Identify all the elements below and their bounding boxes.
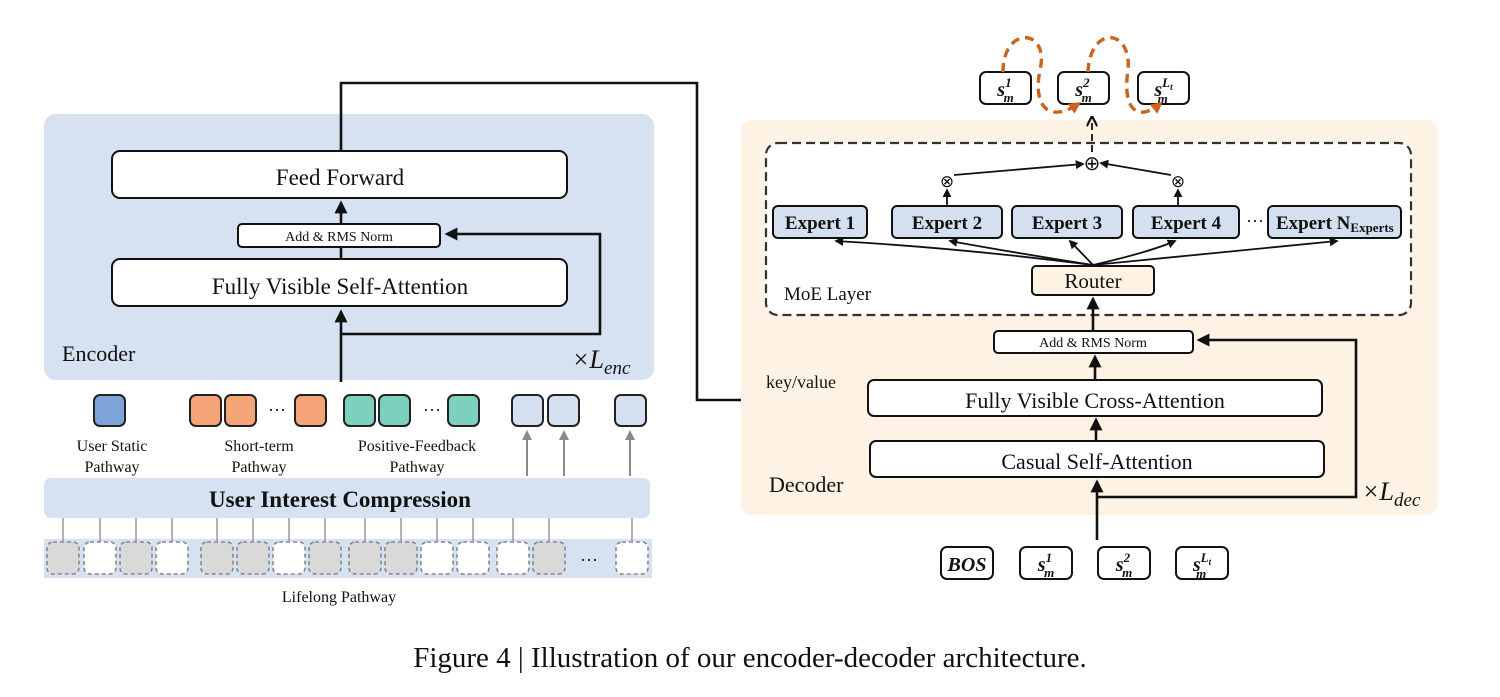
causal-attention-label: Casual Self-Attention (1001, 449, 1192, 474)
key-value-label: key/value (766, 372, 836, 392)
self-attention-label: Fully Visible Self-Attention (212, 274, 469, 299)
multiply-icon-2: ⊗ (1171, 172, 1185, 191)
compressed-token (511, 394, 544, 427)
lifelong-cell (348, 541, 382, 575)
short-term-label-1: Short-term (224, 438, 294, 455)
lifelong-cell (384, 541, 418, 575)
feed-forward-label: Feed Forward (276, 165, 405, 190)
self-attention-box (111, 258, 568, 307)
expert-label: Expert 2 (912, 213, 982, 234)
bos-token: BOS (940, 546, 994, 580)
encoder-add-norm-label: Add & RMS Norm (285, 230, 393, 245)
lifelong-cell (83, 541, 117, 575)
autoregressive-arrow-1 (1001, 35, 1081, 114)
svg-text:s1m: s1m (1037, 550, 1054, 580)
router-to-expert-4 (1092, 239, 1177, 266)
positive-feedback-token (447, 394, 480, 427)
svg-text:s2m: s2m (1115, 550, 1132, 580)
short-term-ellipsis: ··· (268, 400, 286, 420)
lifelong-cell (456, 541, 490, 575)
svg-text:s1m: s1m (996, 75, 1013, 105)
positive-feedback-token (343, 394, 376, 427)
encoder-add-norm-box (237, 223, 441, 248)
router-to-expert-n (1092, 237, 1339, 266)
user-static-label-2: Pathway (84, 459, 139, 476)
svg-text:BOS: BOS (947, 554, 987, 576)
lifelong-cell (532, 541, 566, 575)
expert-box (1132, 205, 1240, 239)
cross-attention-box (867, 379, 1323, 417)
lifelong-cell (272, 541, 306, 575)
positive-feedback-token (378, 394, 411, 427)
multiply-icon-1: ⊗ (940, 172, 954, 191)
decoder-repeat-label: ×Ldec (1362, 477, 1421, 511)
lifelong-pathway-label: Lifelong Pathway (282, 589, 396, 606)
user-interest-compression-label: User Interest Compression (209, 487, 471, 512)
lifelong-ellipsis: ··· (580, 550, 598, 570)
figure-caption: Figure 4 | Illustration of our encoder-d… (413, 642, 1087, 674)
positive-feedback-label-1: Positive-Feedback (358, 438, 476, 455)
causal-attention-box (869, 440, 1325, 478)
sum-icon: ⊕ (1084, 153, 1101, 175)
router-to-expert-1 (834, 236, 1094, 266)
lifelong-cell (615, 541, 649, 575)
short-term-label-2: Pathway (231, 459, 286, 476)
input-pathways: User Static Pathway Short-term Pathway P… (44, 394, 652, 606)
lifelong-cell (155, 541, 189, 575)
router-box (1031, 265, 1155, 296)
positive-feedback-ellipsis: ··· (423, 400, 441, 420)
short-term-token (189, 394, 222, 427)
compressed-token (614, 394, 647, 427)
lifelong-cell (200, 541, 234, 575)
lifelong-cell (420, 541, 454, 575)
decoder-add-norm-box (993, 330, 1194, 354)
short-term-token (294, 394, 327, 427)
svg-text:s2m: s2m (1074, 75, 1091, 105)
lifelong-cell (119, 541, 153, 575)
decoder-label: Decoder (769, 472, 844, 497)
encoder-label: Encoder (62, 341, 136, 366)
expert-box (772, 205, 868, 239)
expert-ellipsis: ··· (1246, 211, 1264, 231)
decoder-add-norm-label: Add & RMS Norm (1039, 336, 1147, 351)
short-term-token (224, 394, 257, 427)
lifelong-cell (496, 541, 530, 575)
lifelong-cell (308, 541, 342, 575)
expert-box (891, 205, 1003, 239)
router-to-expert-2 (948, 237, 1094, 266)
user-static-token (93, 394, 126, 427)
lifelong-cell (236, 541, 270, 575)
encoder-residual-arrow (341, 227, 602, 336)
encoder-repeat-label: ×Lenc (572, 345, 631, 379)
multiply-to-sum-1 (953, 160, 1085, 176)
decoder-residual-arrow (1097, 333, 1358, 499)
expert-label: Expert 4 (1151, 213, 1222, 234)
moe-layer-label: MoE Layer (784, 284, 872, 305)
decoder-block: MoE Layer Expert 1 Expert 2 Expert 3 Expert… (741, 118, 1438, 540)
user-static-label-1: User Static (77, 438, 148, 455)
multiply-to-sum-2 (1099, 159, 1172, 176)
lifelong-cell (46, 541, 80, 575)
compressed-token (547, 394, 580, 427)
cross-attention-label: Fully Visible Cross-Attention (965, 388, 1225, 413)
expert-label: Expert 3 (1032, 213, 1102, 234)
user-interest-compression-box (44, 478, 650, 518)
router-to-expert-3 (1068, 239, 1094, 266)
feed-forward-box (111, 150, 568, 199)
encoder-block: Feed Forward Add & RMS Norm Fully Visibl… (44, 81, 863, 407)
expert-label: Expert 1 (785, 213, 855, 234)
expert-box (1011, 205, 1123, 239)
positive-feedback-label-2: Pathway (389, 459, 444, 476)
router-label: Router (1064, 269, 1121, 293)
